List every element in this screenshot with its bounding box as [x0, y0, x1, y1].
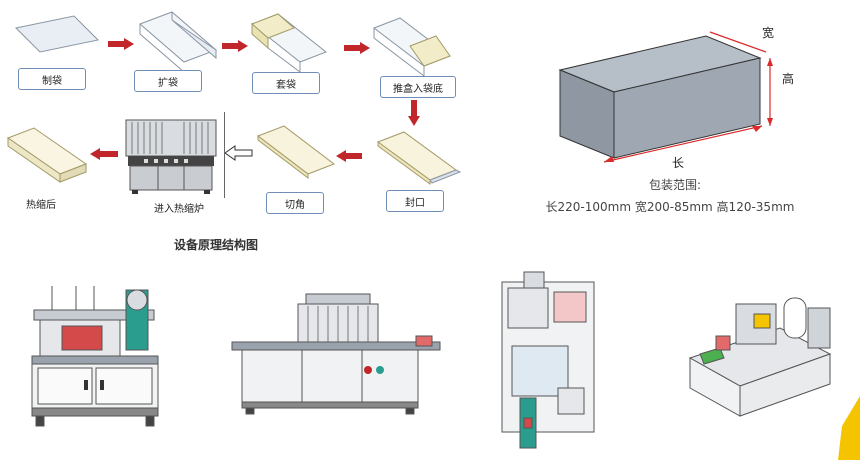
- width-dim-line: [709, 31, 767, 53]
- flow-arrow-hollow: [224, 145, 253, 161]
- flow-arrow-3: [344, 42, 370, 54]
- step-label-make-bag: 制袋: [18, 68, 86, 90]
- step-insert-box: [251, 13, 327, 73]
- step-film-sheet: [14, 15, 100, 53]
- step-open-bag: [139, 11, 217, 73]
- flow-arrow-2: [222, 40, 248, 52]
- spec-title: 包装范围:: [648, 178, 702, 192]
- flow-arrow-left-1: [336, 150, 362, 162]
- step-label-after-shrink: 热缩后: [26, 200, 56, 211]
- machine-top-view: [501, 271, 595, 449]
- step-label-push-box: 推盒入袋底: [380, 76, 456, 98]
- step-label-seal: 封口: [386, 190, 444, 212]
- length-dim-line: [603, 125, 763, 163]
- machine-isometric-view: [688, 297, 832, 417]
- step-label-expand-bag: 扩袋: [134, 70, 202, 92]
- step-sealed: [376, 131, 462, 185]
- spec-values: 长220-100mm 宽200-85mm 高120-35mm: [545, 200, 795, 214]
- dim-label-width: 宽: [762, 26, 775, 40]
- diagram-caption: 设备原理结构图: [174, 238, 259, 252]
- step-label-cut-corner: 切角: [266, 192, 324, 214]
- flow-arrow-down: [408, 100, 420, 126]
- step-push-to-bottom: [372, 17, 452, 78]
- machine-front-view: [31, 286, 159, 427]
- step-corner-cut: [256, 125, 336, 180]
- box-dimension-figure: [558, 31, 773, 163]
- corner-accent: [838, 396, 860, 460]
- machine-side-view: [231, 293, 441, 415]
- step-finished-box: [6, 127, 88, 183]
- flow-arrow-1: [108, 38, 134, 50]
- step-label-oven: 进入热缩炉: [154, 204, 204, 215]
- dim-label-height: 高: [782, 72, 795, 86]
- process-diagram: 制袋 扩袋 套袋 推盒入袋底 封口: [0, 0, 480, 230]
- divider-line: [224, 112, 225, 198]
- flow-arrow-left-2: [90, 148, 118, 160]
- dim-label-length: 长: [672, 156, 685, 170]
- step-label-bagging: 套袋: [252, 72, 320, 94]
- heat-shrink-oven: [125, 119, 217, 194]
